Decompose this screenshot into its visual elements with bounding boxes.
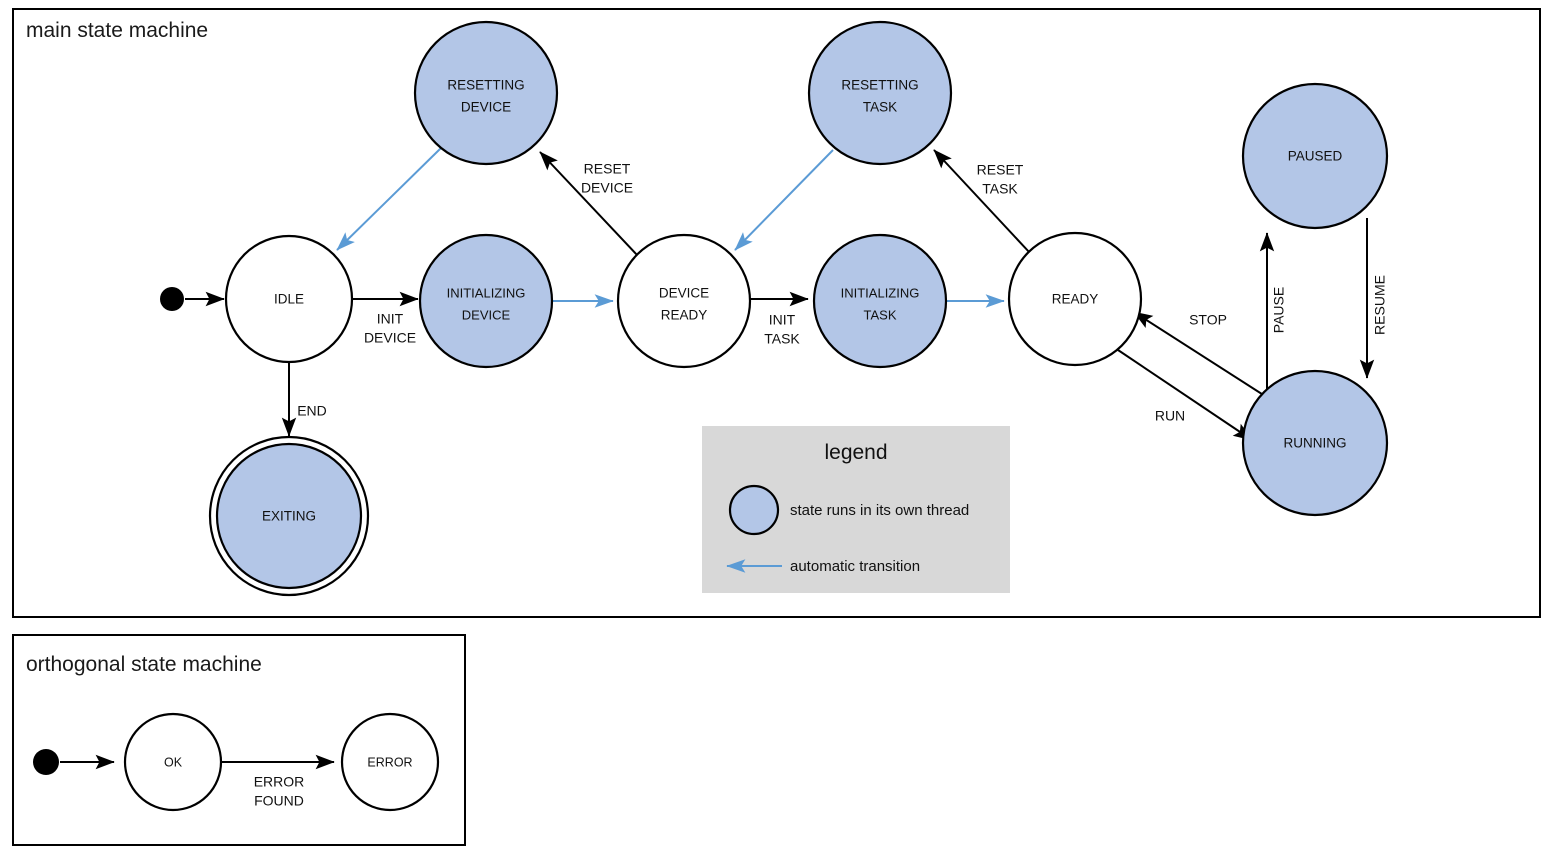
state-resetting-device-circle bbox=[413, 20, 559, 166]
edge-label-reset-device-line2: DEVICE bbox=[581, 180, 633, 196]
state-initializing-task-label-line2: TASK bbox=[864, 307, 897, 322]
state-paused[interactable]: PAUSED bbox=[1241, 82, 1389, 230]
state-exiting[interactable]: EXITING bbox=[208, 435, 370, 597]
state-initializing-device[interactable]: INITIALIZING DEVICE bbox=[418, 233, 554, 369]
state-error-label: ERROR bbox=[367, 755, 412, 769]
state-error-circle bbox=[340, 712, 440, 812]
state-initializing-device-label-line1: INITIALIZING bbox=[447, 285, 526, 300]
edge-label-error-found-line2: FOUND bbox=[254, 793, 304, 809]
legend-threaded-state-icon bbox=[728, 484, 780, 536]
legend-item-threaded-label: state runs in its own thread bbox=[790, 502, 969, 519]
state-running-circle bbox=[1241, 369, 1389, 517]
state-paused-circle bbox=[1241, 82, 1389, 230]
edge-label-run: RUN bbox=[1155, 408, 1185, 424]
transition-ready-to-running bbox=[1117, 349, 1253, 441]
state-initializing-task[interactable]: INITIALIZING TASK bbox=[812, 233, 948, 369]
state-device-ready-circle bbox=[616, 233, 752, 369]
transition-resetting-task-to-device-ready bbox=[734, 149, 834, 251]
state-initializing-task-circle bbox=[812, 233, 948, 369]
transition-ready-to-resetting-task bbox=[933, 149, 1031, 254]
state-idle[interactable]: IDLE bbox=[224, 234, 354, 364]
initial-state-dot bbox=[160, 287, 184, 311]
orthogonal-frame-border bbox=[12, 634, 466, 846]
edge-label-pause: PAUSE bbox=[1271, 287, 1287, 333]
state-resetting-device[interactable]: RESETTING DEVICE bbox=[413, 20, 559, 166]
state-resetting-device-label-line2: DEVICE bbox=[461, 100, 511, 115]
transition-running-to-ready bbox=[1133, 311, 1266, 397]
edge-label-error-found-line1: ERROR bbox=[254, 774, 305, 790]
state-resetting-device-label-line1: RESETTING bbox=[447, 78, 524, 93]
edge-label-resume: RESUME bbox=[1372, 275, 1388, 335]
state-idle-label: IDLE bbox=[274, 292, 304, 307]
state-device-ready[interactable]: DEVICE READY bbox=[616, 233, 752, 369]
state-ready[interactable]: READY bbox=[1007, 231, 1143, 367]
main-frame-title: main state machine bbox=[26, 19, 208, 42]
state-exiting-label: EXITING bbox=[262, 509, 316, 524]
orthogonal-frame-title: orthogonal state machine bbox=[26, 653, 262, 676]
edge-label-init-task-line1: INIT bbox=[769, 312, 796, 328]
state-device-ready-label-line1: DEVICE bbox=[659, 286, 709, 301]
transition-device-ready-to-resetting-device bbox=[539, 151, 639, 257]
edge-label-reset-task-line2: TASK bbox=[982, 181, 1018, 197]
state-running-label: RUNNING bbox=[1284, 436, 1347, 451]
state-resetting-task[interactable]: RESETTING TASK bbox=[807, 20, 953, 166]
state-initializing-device-label-line2: DEVICE bbox=[462, 307, 511, 322]
edge-label-init-device-line2: DEVICE bbox=[364, 330, 416, 346]
main-frame-border bbox=[12, 8, 1541, 618]
state-running[interactable]: RUNNING bbox=[1241, 369, 1389, 517]
state-error[interactable]: ERROR bbox=[340, 712, 440, 812]
edge-label-reset-device-line1: RESET bbox=[584, 161, 631, 177]
state-idle-circle bbox=[224, 234, 354, 364]
edge-label-stop: STOP bbox=[1189, 312, 1227, 328]
edge-label-init-device-line1: INIT bbox=[377, 311, 404, 327]
state-ok-circle bbox=[123, 712, 223, 812]
state-ok[interactable]: OK bbox=[123, 712, 223, 812]
state-initializing-device-circle bbox=[418, 233, 554, 369]
legend-title: legend bbox=[824, 441, 887, 464]
state-resetting-task-label-line1: RESETTING bbox=[841, 78, 918, 93]
state-resetting-task-circle bbox=[807, 20, 953, 166]
transition-resetting-device-to-idle bbox=[336, 147, 442, 251]
legend-item-auto-label: automatic transition bbox=[790, 558, 920, 575]
orthogonal-initial-state-dot bbox=[33, 749, 59, 775]
legend: legend state runs in its own thread auto… bbox=[702, 426, 1010, 593]
edge-label-end: END bbox=[297, 403, 327, 419]
state-exiting-inner-circle bbox=[215, 442, 363, 590]
state-paused-label: PAUSED bbox=[1288, 149, 1343, 164]
state-ready-circle bbox=[1007, 231, 1143, 367]
state-resetting-task-label-line2: TASK bbox=[863, 100, 897, 115]
edge-label-init-task-line2: TASK bbox=[764, 331, 800, 347]
state-ok-label: OK bbox=[164, 755, 183, 769]
state-ready-label: READY bbox=[1052, 292, 1099, 307]
state-device-ready-label-line2: READY bbox=[661, 308, 708, 323]
edge-label-reset-task-line1: RESET bbox=[977, 162, 1024, 178]
state-initializing-task-label-line1: INITIALIZING bbox=[841, 285, 920, 300]
